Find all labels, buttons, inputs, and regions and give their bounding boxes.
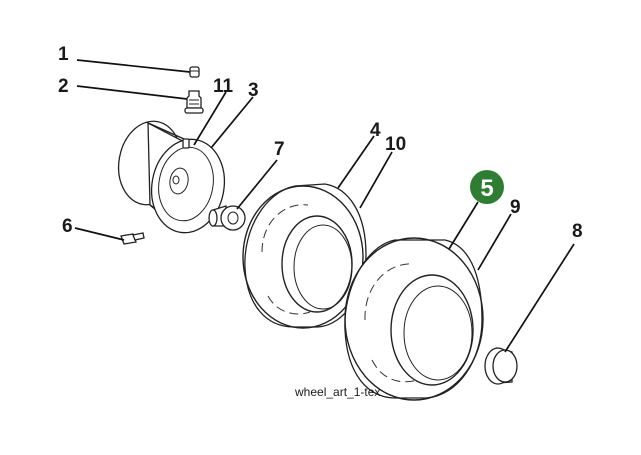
highlight-circle: [470, 170, 504, 204]
part-tire: [242, 183, 367, 329]
leader-1: [76, 59, 191, 73]
callout-10[interactable]: 10: [385, 134, 406, 155]
leader-6: [74, 227, 125, 241]
leader-4: [337, 135, 375, 189]
callout-7[interactable]: 7: [274, 139, 285, 160]
part-tire-highlighted: [344, 237, 484, 401]
leader-11: [193, 91, 227, 146]
callout-9[interactable]: 9: [510, 197, 521, 218]
leader-9: [477, 213, 512, 271]
leader-5: [448, 201, 479, 250]
part-valve-stem: [184, 90, 204, 114]
callout-5-badge[interactable]: 5: [470, 170, 504, 204]
callout-8[interactable]: 8: [572, 221, 583, 242]
callout-6[interactable]: 6: [62, 216, 73, 237]
leader-7: [236, 159, 278, 210]
leader-8: [504, 243, 575, 353]
callout-2[interactable]: 2: [58, 76, 69, 97]
leader-10: [359, 151, 393, 209]
callout-1[interactable]: 1: [58, 44, 69, 65]
part-bolt: [120, 232, 145, 245]
leader-3: [210, 96, 254, 149]
callout-11[interactable]: 11: [213, 76, 234, 97]
part-rim: [117, 120, 226, 234]
callout-5: 5: [480, 175, 493, 202]
leader-2: [76, 85, 188, 100]
callout-4[interactable]: 4: [370, 120, 381, 141]
part-hub-cap: [484, 347, 518, 385]
callout-3[interactable]: 3: [248, 80, 259, 101]
part-bushing: [208, 205, 246, 231]
part-valve-cap: [189, 66, 200, 78]
diagram-caption: wheel_art_1-tex: [294, 385, 380, 399]
